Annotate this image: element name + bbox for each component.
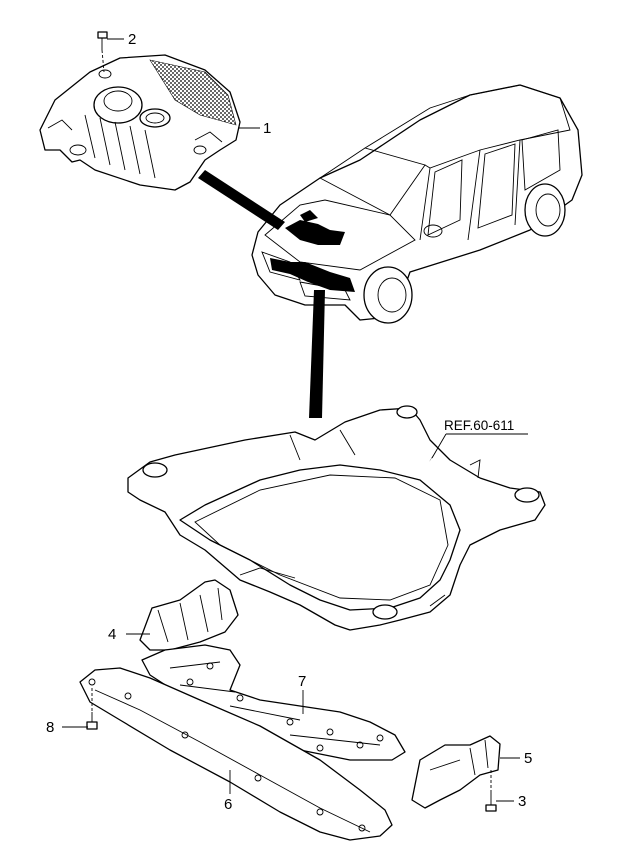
front-under-cover xyxy=(79,667,393,841)
callout-3: 3 xyxy=(518,793,526,810)
callout-5: 5 xyxy=(524,750,532,767)
callout-4: 4 xyxy=(108,626,116,643)
vehicle-illustration xyxy=(251,84,583,324)
callout-labels: 2 1 4 8 7 5 3 6 xyxy=(46,31,532,813)
left-side-cover xyxy=(139,579,239,651)
callout-7: 7 xyxy=(298,673,306,690)
leader-lines xyxy=(62,38,520,802)
callout-1: 1 xyxy=(263,120,271,137)
callout-6: 6 xyxy=(224,796,232,813)
engine-cover xyxy=(39,54,241,191)
pointer-arrows xyxy=(198,170,325,418)
reference-label: REF.60-611 xyxy=(429,418,528,462)
callout-8: 8 xyxy=(46,719,54,736)
reference-text: REF.60-611 xyxy=(444,418,514,433)
right-side-cover xyxy=(411,735,501,809)
cover-bolt xyxy=(97,31,108,73)
under-cover-bolt xyxy=(86,688,98,730)
callout-2: 2 xyxy=(128,31,136,48)
front-subframe xyxy=(127,405,546,631)
side-cover-bolt xyxy=(485,770,497,812)
